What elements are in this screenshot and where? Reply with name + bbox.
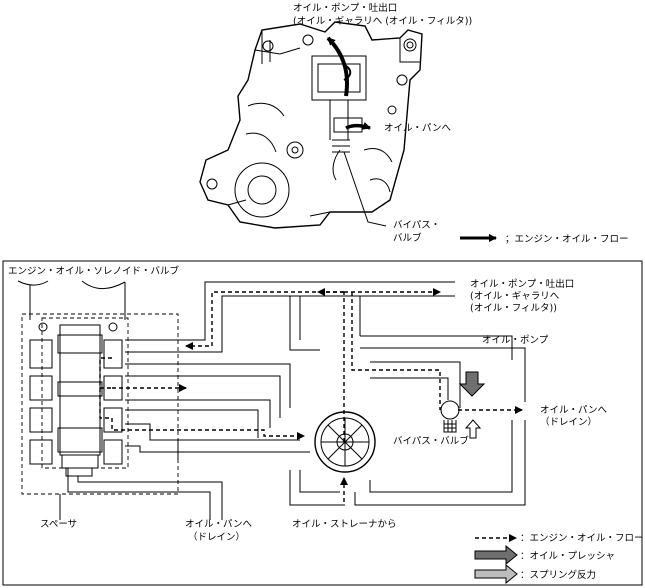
legend-spring-text: ：スプリング反力 (520, 569, 596, 581)
oil-pan-label: オイル・パンへ (384, 123, 451, 134)
strainer-label: オイル・ストレーナから (292, 519, 397, 530)
oil-pump-gear (314, 411, 376, 473)
legend-flow-text: ：エンジン・オイル・フロー (520, 533, 644, 544)
legend-spring-icon (474, 563, 518, 585)
pump-outlet-line3: (オイル・フィルタ)) (470, 303, 557, 314)
oil-pan-bottom-line1: オイル・パンへ (185, 519, 252, 530)
pump-outlet-label-line1: オイル・ポンプ・吐出口 (293, 2, 397, 14)
spacer-outline (21, 313, 179, 495)
pump-outlet-line1: オイル・ポンプ・吐出口 (470, 278, 574, 290)
oil-pressure-arrow-icon (458, 371, 486, 397)
spacer-label: スペーサ (40, 519, 77, 530)
oil-pan-flow-arrow (345, 121, 371, 130)
oil-pan-drain-line1: オイル・パンへ (540, 405, 607, 416)
oil-pan-drain-line2: （ドレイン） (540, 416, 597, 428)
pump-outlet-line2: (オイル・ギャラリへ (470, 291, 560, 302)
oil-channels (67, 281, 526, 520)
bypass-label-line1: バイパス・ (393, 220, 440, 231)
solenoid-label: エンジン・オイル・ソレノイド・バルブ (8, 265, 180, 277)
spring-force-arrow-icon (464, 419, 482, 439)
pump-outlet-flow-arrow (326, 36, 349, 97)
inner-flow-arrow (343, 65, 352, 81)
engine-oil-flow-path (99, 288, 523, 442)
legend: ：エンジン・オイル・フロー ：オイル・プレッシャ ：スプリング反力 (474, 533, 644, 585)
bypass-valve (440, 400, 460, 433)
pump-outlet-label-line2: (オイル・ギャラリへ (オイル・フィルタ)) (293, 16, 472, 27)
solenoid-valve-body (17, 280, 179, 495)
oil-pump-label: オイル・ポンプ (482, 335, 549, 346)
bypass-valve-label: バイパス・バルブ (393, 435, 469, 447)
legend-flow-label: ；エンジン・オイル・フロー (505, 234, 629, 245)
bypass-label-line2: バルブ (393, 232, 422, 244)
bottom-frame (2, 260, 643, 586)
sleeve-outline (41, 317, 129, 469)
legend-pressure-icon (474, 544, 518, 566)
bypass-leader-line (343, 151, 387, 227)
oil-pan-bottom-line2: （ドレイン） (188, 531, 245, 543)
legend-pressure-text: ：オイル・プレッシャ (520, 551, 615, 562)
